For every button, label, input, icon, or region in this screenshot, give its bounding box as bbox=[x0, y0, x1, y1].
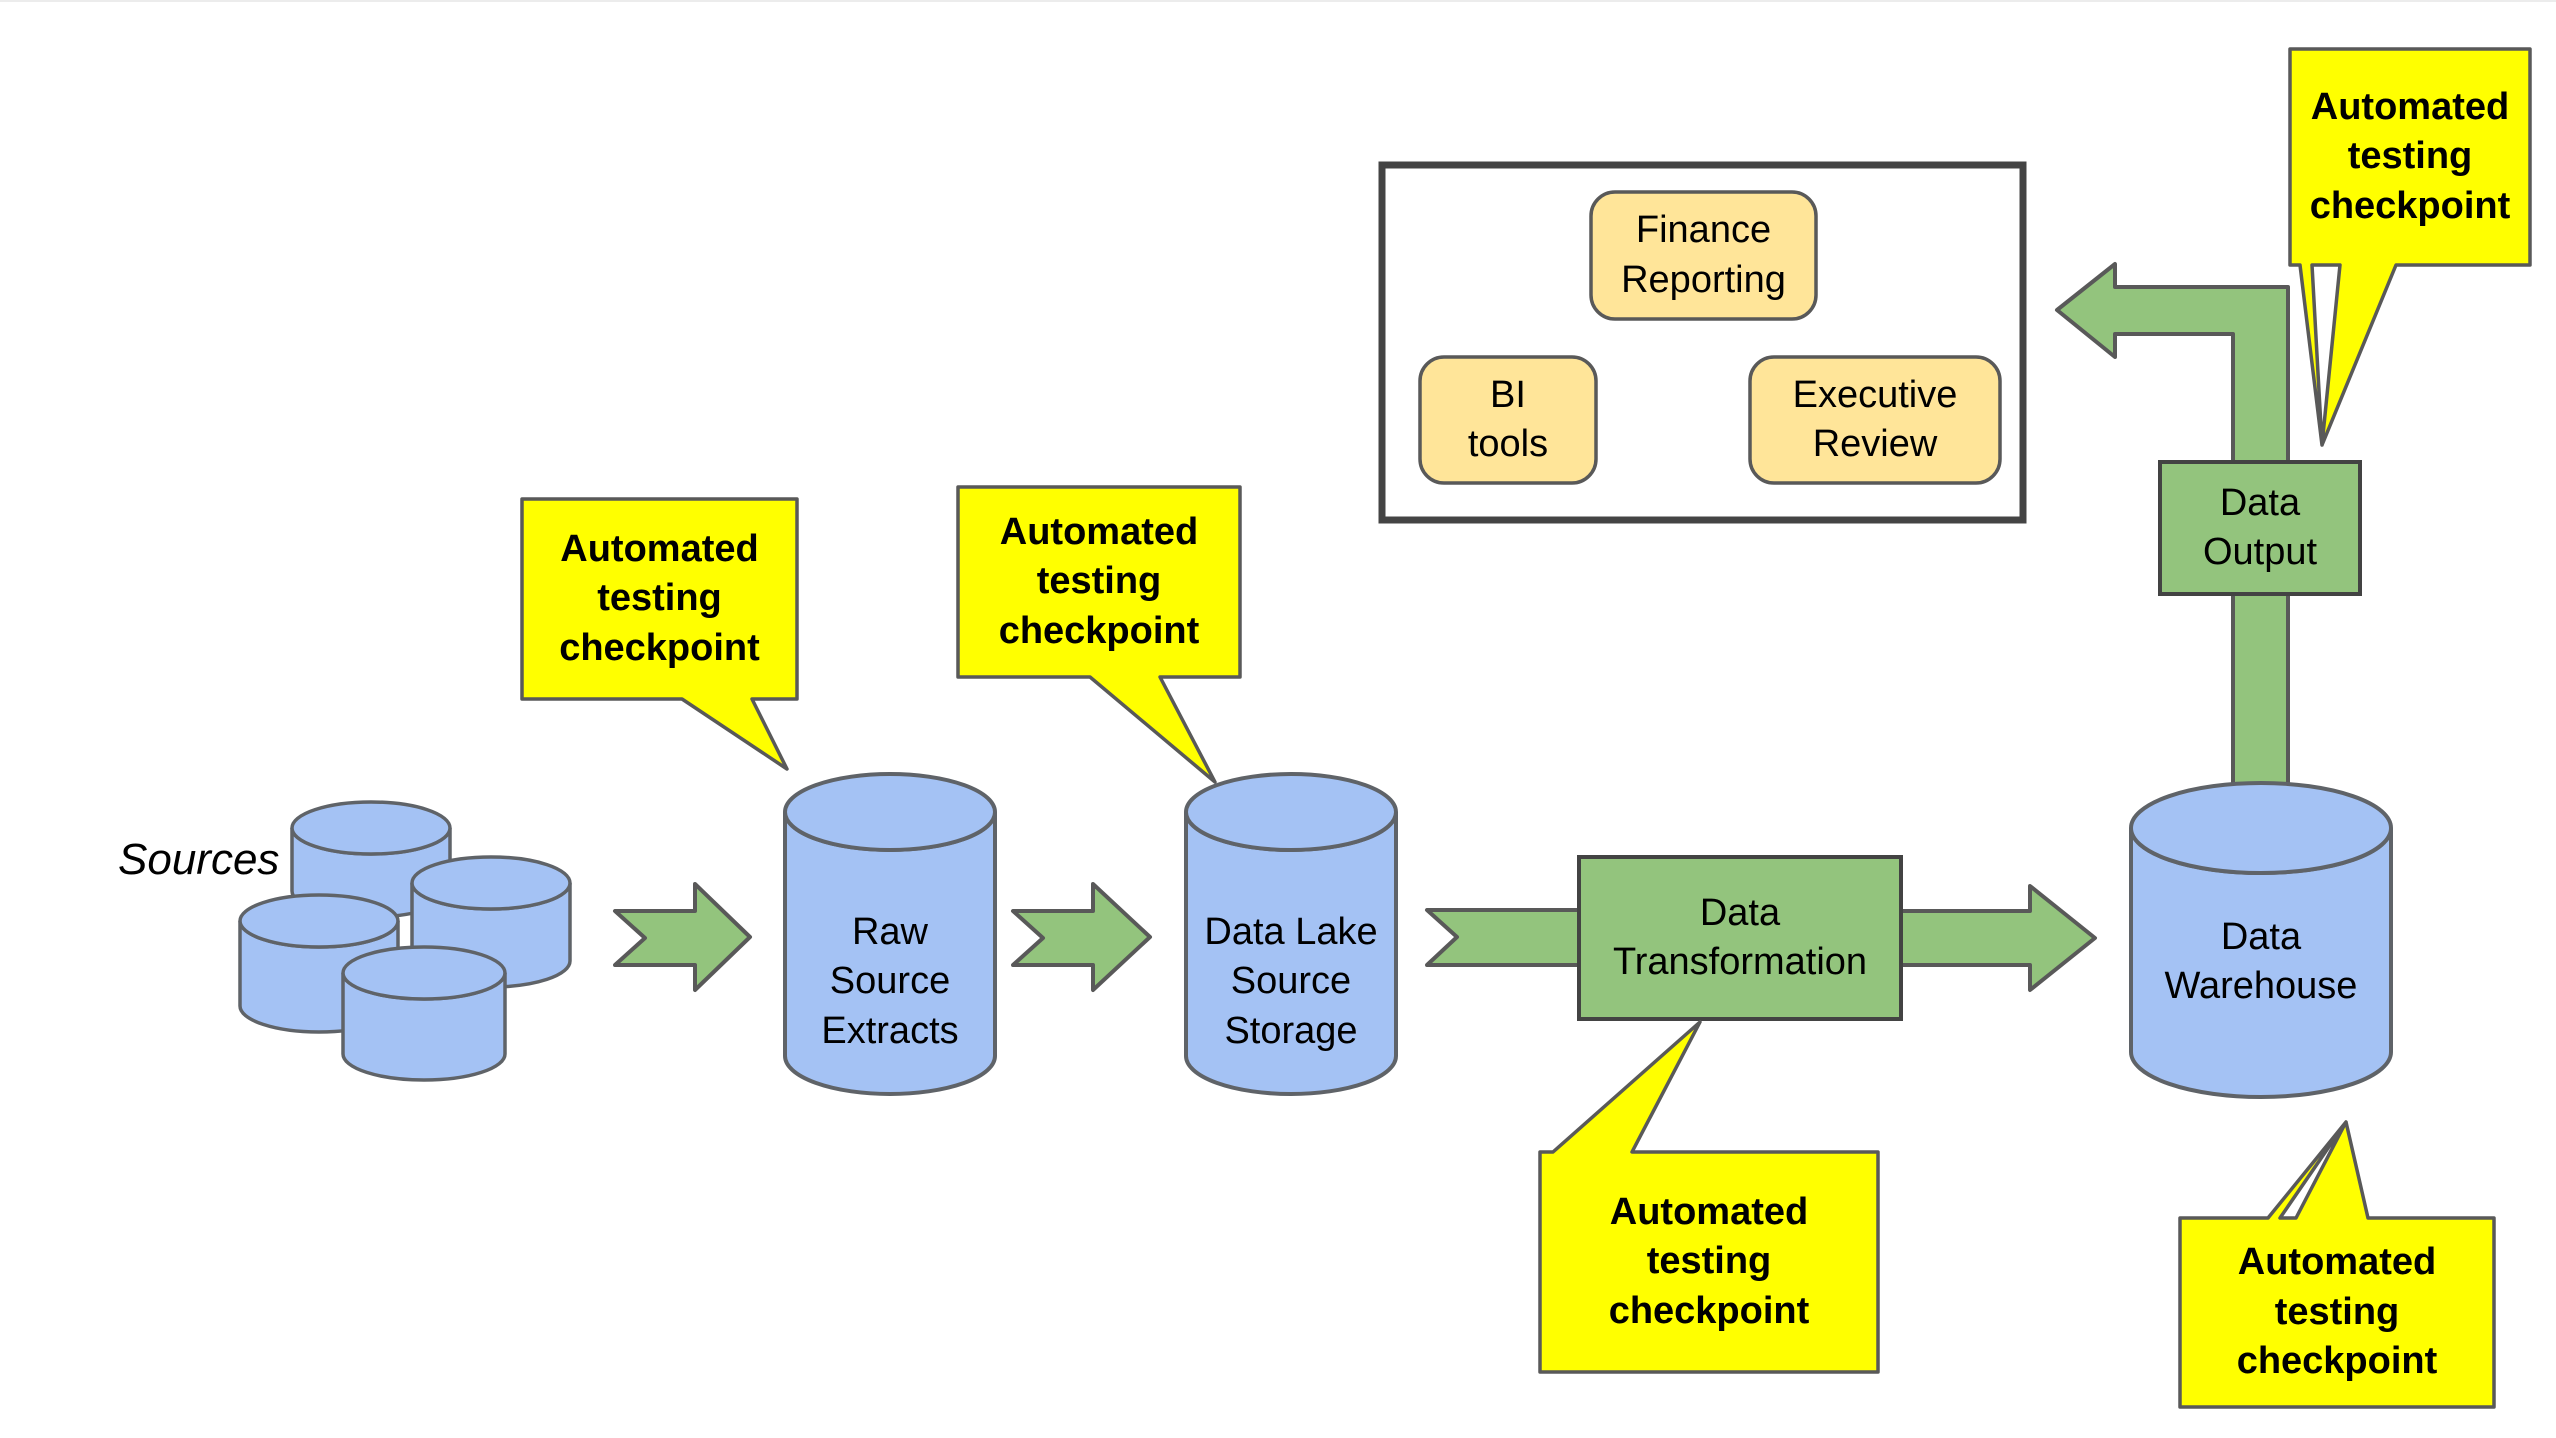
arrow-raw-to-lake bbox=[1011, 882, 1152, 992]
bi-tools-box bbox=[1418, 355, 1598, 485]
callout-raw-source-extracts bbox=[520, 497, 799, 771]
callout-data-output bbox=[2288, 47, 2532, 447]
data-lake-source-storage-label: Data Lake Source Storage bbox=[1204, 910, 1378, 1052]
data-lake-cylinder bbox=[1184, 772, 1398, 1096]
arrow-transformation-to-warehouse bbox=[1899, 884, 2097, 992]
callout-data-transformation bbox=[1538, 1020, 1880, 1374]
callout-label-data-warehouse: Automated testing checkpoint bbox=[2236, 1241, 2438, 1383]
source-cylinder-bottom bbox=[341, 945, 507, 1082]
data-output-box bbox=[2158, 460, 2362, 596]
callout-label-raw-source-extracts: Automated testing checkpoint bbox=[559, 527, 760, 669]
data-warehouse-cylinder bbox=[2129, 781, 2393, 1099]
data-transformation-label: Data Transformation bbox=[1612, 891, 1868, 983]
data-output-label: Data Output bbox=[2202, 481, 2318, 573]
arrow-sources-to-raw bbox=[613, 882, 752, 992]
callout-data-lake bbox=[956, 485, 1242, 784]
executive-review-box bbox=[1748, 355, 2002, 485]
raw-source-extracts-cylinder bbox=[783, 772, 997, 1096]
sources-label: Sources bbox=[118, 835, 280, 885]
bi-tools-label: BI tools bbox=[1467, 373, 1549, 465]
executive-review-label: Executive Review bbox=[1792, 373, 1958, 465]
callout-label-data-lake: Automated testing checkpoint bbox=[998, 510, 1200, 652]
raw-source-extracts-label: Raw Source Extracts bbox=[821, 910, 959, 1052]
callout-data-warehouse bbox=[2178, 1120, 2496, 1409]
finance-reporting-box bbox=[1589, 190, 1818, 321]
finance-reporting-label: Finance Reporting bbox=[1621, 209, 1786, 301]
data-transformation-box bbox=[1577, 855, 1903, 1021]
callout-label-data-output: Automated testing checkpoint bbox=[2309, 85, 2511, 227]
sources-cylinder-cluster bbox=[238, 800, 572, 1082]
data-warehouse-label: Data Warehouse bbox=[2164, 915, 2358, 1007]
callout-label-data-transformation: Automated testing checkpoint bbox=[1608, 1190, 1810, 1332]
arrow-lake-to-transformation bbox=[1425, 908, 1583, 967]
